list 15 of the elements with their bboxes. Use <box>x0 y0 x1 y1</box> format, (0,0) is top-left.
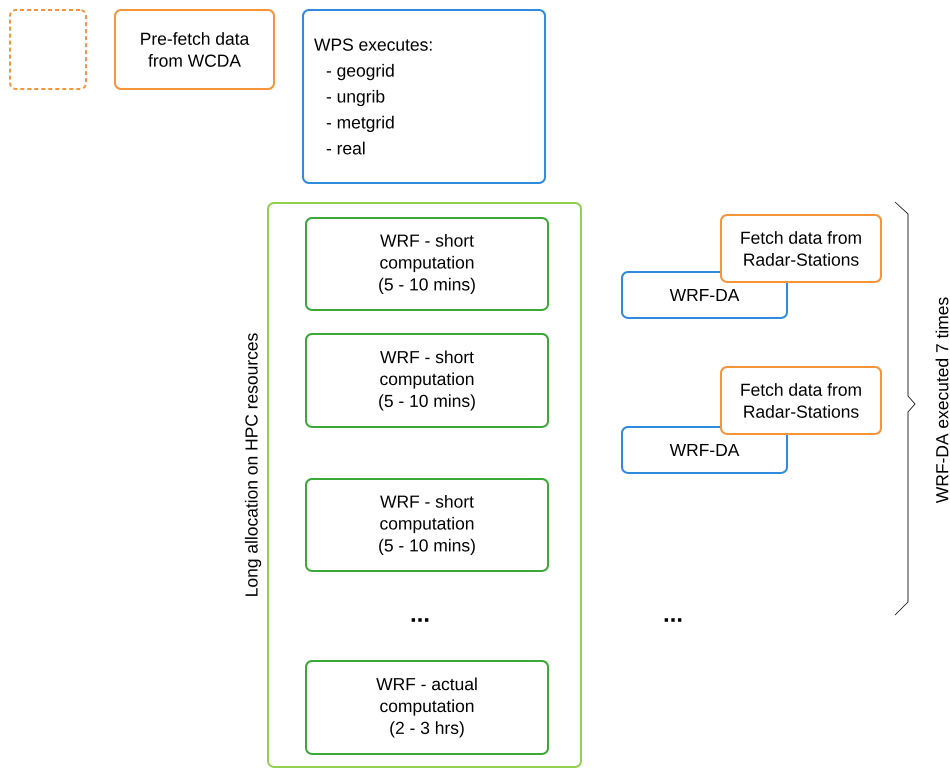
process-box: Pre-fetch data from WCDA <box>114 9 275 90</box>
process-box: Fetch data from Radar-Stations <box>720 214 882 283</box>
placeholder-box <box>9 9 87 90</box>
ellipsis: ... <box>664 618 682 622</box>
node-label: Long allocation on HPC resources <box>244 333 262 596</box>
ellipsis: ... <box>412 618 428 622</box>
brace-label: WRF-DA executed 7 times <box>936 297 948 504</box>
process-box: WRF - actual computation (2 - 3 hrs) <box>305 660 549 755</box>
process-box: WRF-DA <box>621 270 788 319</box>
process-box: WRF - short computation (5 - 10 mins) <box>305 216 549 311</box>
process-box: WRF - short computation (5 - 10 mins) <box>305 478 549 572</box>
process-box: Fetch data from Radar-Stations <box>720 366 882 435</box>
process-box: WPS executes: - geogrid - ungrib - metgrid - real <box>302 9 546 184</box>
process-box: WRF - short computation (5 - 10 mins) <box>305 332 549 428</box>
process-box: WRF-DA <box>621 426 788 474</box>
